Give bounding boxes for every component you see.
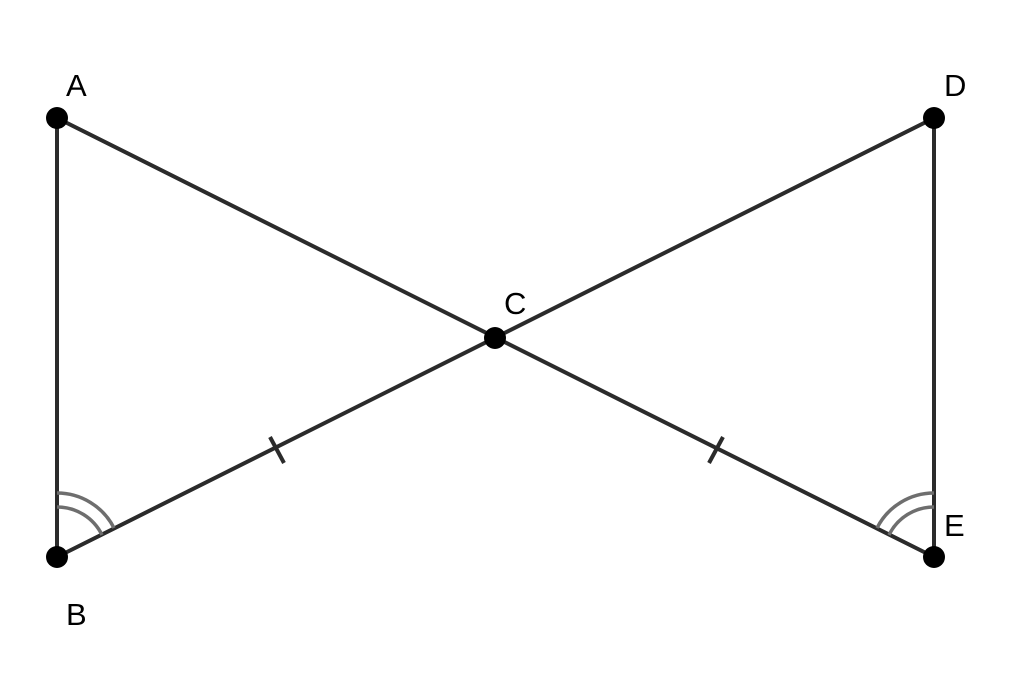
point-d (923, 107, 945, 129)
point-a (46, 107, 68, 129)
tick-mark-bc (268, 436, 286, 464)
angle-arc-b-outer (56, 491, 116, 529)
point-e (923, 546, 945, 568)
tick-mark-ce (707, 436, 725, 464)
label-e: E (944, 508, 965, 543)
label-d: D (944, 68, 966, 103)
label-c: C (504, 286, 526, 321)
angle-arc-b-inner (56, 505, 104, 536)
label-a: A (66, 68, 87, 103)
label-b: B (66, 597, 87, 632)
angle-arc-e-inner (887, 505, 935, 536)
point-c (484, 327, 506, 349)
point-b (46, 546, 68, 568)
angle-arc-e-outer (875, 491, 935, 529)
